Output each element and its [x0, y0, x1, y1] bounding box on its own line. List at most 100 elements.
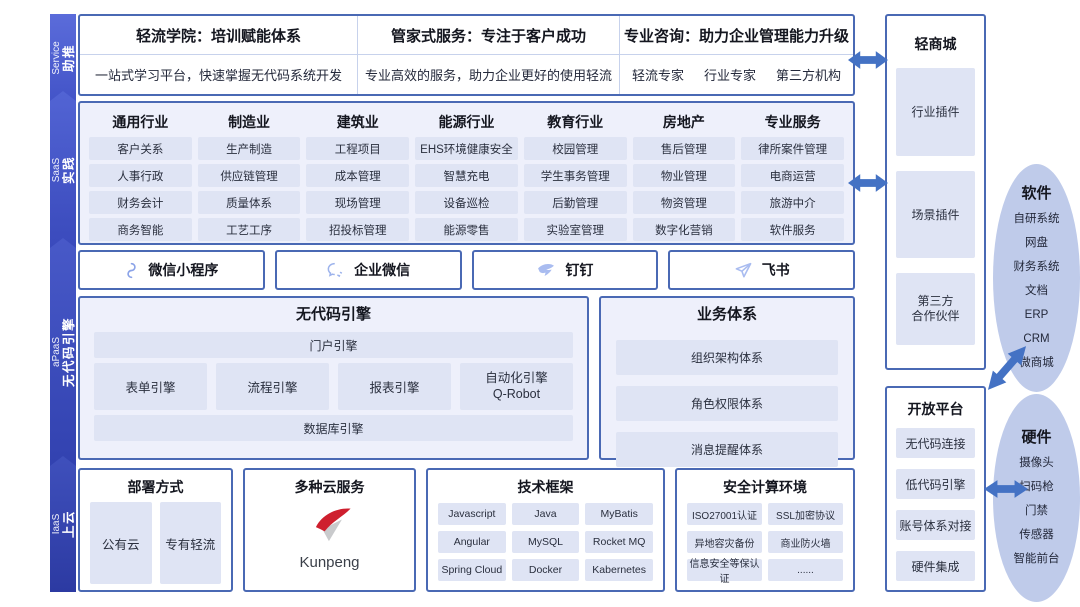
section-subtitle: 专业高效的服务，助力企业更好的使用轻流 [364, 68, 612, 83]
saas-item: 智慧充电 [415, 164, 518, 187]
security-item: ISO27001认证 [687, 503, 762, 525]
saas-item: 质量体系 [197, 191, 301, 214]
arrow-saas-to-mall [848, 173, 888, 193]
engine-row: 表单引擎 流程引擎 报表引擎 自动化引擎 Q-Robot [94, 363, 573, 410]
security-item: 异地容灾备份 [687, 531, 762, 553]
saas-item: 物资管理 [632, 191, 736, 214]
saas-item: 供应链管理 [197, 164, 301, 187]
feishu-icon [734, 261, 753, 279]
oval-title: 硬件 [1021, 428, 1052, 446]
tech-item: Angular [438, 531, 506, 553]
saas-item: 电商运营 [741, 164, 844, 187]
saas-item: 工艺工序 [197, 218, 301, 241]
arrow-consulting-to-mall [848, 50, 888, 70]
tech-item: Rocket MQ [585, 531, 653, 553]
form-engine: 表单引擎 [94, 363, 207, 410]
qing-mall-panel: 轻商城 行业插件 场景插件 第三方 合作伙伴 [885, 14, 986, 370]
layer-iaas: IaaS 上云 [50, 456, 76, 592]
saas-column-title: 能源行业 [438, 114, 495, 130]
role-permission-system: 角色权限体系 [616, 386, 838, 421]
saas-item: 工程项目 [306, 137, 410, 160]
saas-column-construction: 建筑业 工程项目 成本管理 现场管理 招投标管理 [306, 108, 410, 245]
saas-column-title: 房地产 [662, 114, 705, 130]
section-title: 专业咨询：助力企业管理能力升级 [620, 16, 853, 55]
kunpeng-logo-text: Kunpeng [299, 554, 360, 571]
tech-item: Java [511, 503, 580, 525]
public-cloud: 公有云 [90, 502, 152, 584]
tech-item: Docker [511, 559, 580, 581]
hardware-item: 传感器 [1019, 528, 1054, 541]
saas-item: 软件服务 [741, 218, 844, 241]
software-item: 微商城 [1019, 356, 1054, 369]
arrow-openplatform-to-software [980, 340, 1033, 397]
arrow-openplatform-to-hardware [984, 479, 1028, 499]
service-panel: 轻流学院：培训赋能体系 一站式学习平台，快速掌握无代码系统开发 管家式服务：专注… [78, 14, 855, 96]
section-title: 管家式服务：专注于客户成功 [358, 16, 619, 55]
hardware-ecosystem-oval: 硬件 摄像头 扫码枪 门禁 传感器 智能前台 [993, 394, 1080, 602]
software-item: 文档 [1025, 284, 1048, 297]
software-item: 财务系统 [1013, 260, 1060, 273]
wechat-miniprogram-icon [124, 261, 139, 280]
service-section-consulting: 专业咨询：助力企业管理能力升级 轻流专家 行业专家 第三方机构 [619, 16, 853, 94]
saas-item: 客户关系 [89, 137, 192, 160]
layer-saas-zh: 实践 [62, 155, 76, 184]
database-engine: 数据库引擎 [94, 415, 573, 441]
panel-title: 无代码引擎 [295, 306, 371, 323]
saas-item: 校园管理 [523, 137, 627, 160]
saas-column-energy: 能源行业 EHS环境健康安全 智慧充电 设备巡检 能源零售 [415, 108, 518, 245]
integration-wecom: 企业微信 [274, 250, 462, 290]
report-engine: 报表引擎 [338, 363, 451, 410]
layer-iaas-zh: 上云 [62, 509, 76, 539]
saas-column-realestate: 房地产 售后管理 物业管理 物资管理 数字化营销 [632, 108, 736, 245]
integration-label: 钉钉 [565, 262, 594, 278]
software-ecosystem-oval: 软件 自研系统 网盘 财务系统 文档 ERP CRM 微商城 [993, 164, 1080, 392]
saas-item: 实验室管理 [523, 218, 627, 241]
oval-title: 软件 [1021, 184, 1052, 202]
third-party-partners: 第三方 合作伙伴 [896, 273, 975, 345]
org-structure-system: 组织架构体系 [616, 340, 838, 375]
saas-item: EHS环境健康安全 [415, 137, 518, 160]
panel-title: 多种云服务 [294, 479, 365, 495]
saas-column-title: 通用行业 [112, 114, 169, 130]
tech-framework-panel: 技术框架 Javascript Java MyBatis Angular MyS… [426, 468, 665, 592]
layer-service: Service 助推 [50, 14, 76, 101]
hardware-item: 扫码枪 [1019, 480, 1054, 493]
expert-item: 轻流专家 [631, 68, 684, 83]
wecom-icon [326, 261, 345, 279]
panel-title: 轻商城 [914, 36, 957, 52]
saas-item: 商务智能 [89, 218, 192, 241]
software-item: CRM [1023, 332, 1050, 345]
layer-service-zh: 助推 [62, 43, 76, 72]
saas-item: 数字化营销 [632, 218, 736, 241]
hardware-integration: 硬件集成 [896, 551, 975, 581]
saas-item: 现场管理 [306, 191, 410, 214]
hardware-item: 智能前台 [1013, 552, 1060, 565]
account-system-integration: 账号体系对接 [896, 510, 975, 540]
layer-apaas-zh: 无代码引擎 [62, 316, 76, 388]
tech-item: Javascript [438, 503, 506, 525]
saas-column-general: 通用行业 客户关系 人事行政 财务会计 商务智能 [89, 108, 192, 245]
saas-column-education: 教育行业 校园管理 学生事务管理 后勤管理 实验室管理 [523, 108, 627, 245]
saas-item: 设备巡检 [415, 191, 518, 214]
dingtalk-icon [536, 262, 556, 279]
layer-apaas: aPaaS 无代码引擎 [50, 238, 76, 466]
tech-item: MySQL [511, 531, 580, 553]
panel-title: 开放平台 [907, 401, 964, 417]
panel-title: 技术框架 [517, 479, 574, 495]
security-item: 信息安全等保认证 [687, 559, 762, 585]
saas-item: 售后管理 [632, 137, 736, 160]
saas-item: 能源零售 [415, 218, 518, 241]
portal-engine: 门户引擎 [94, 332, 573, 358]
saas-item: 物业管理 [632, 164, 736, 187]
software-item: ERP [1024, 308, 1049, 321]
tech-item: Kabernetes [585, 559, 653, 581]
saas-column-title: 制造业 [228, 114, 271, 130]
integration-label: 微信小程序 [148, 262, 219, 278]
panel-title: 业务体系 [696, 306, 757, 323]
saas-column-title: 专业服务 [764, 114, 821, 130]
nocode-connect: 无代码连接 [896, 428, 975, 458]
private-qingflow: 专有轻流 [159, 502, 221, 584]
saas-item: 人事行政 [89, 164, 192, 187]
service-section-academy: 轻流学院：培训赋能体系 一站式学习平台，快速掌握无代码系统开发 [80, 16, 357, 94]
